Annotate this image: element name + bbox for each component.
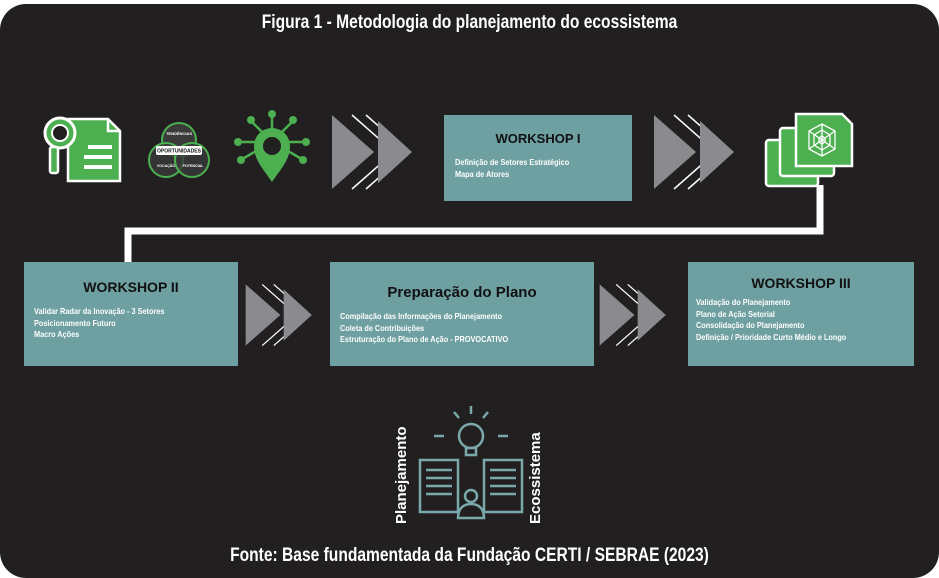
workshop-1-box: WORKSHOP I Definição de Setores Estratég… [444,115,632,201]
workshop-2-line: Macro Ações [34,329,80,339]
plan-preparation-title: Preparação do Plano [387,284,537,301]
workshop-2-box: WORKSHOP II Validar Radar da Inovação - … [24,262,238,366]
workshop-3-line: Consolidação do Planejamento [696,320,805,330]
workshop-3-line: Validação do Planejamento [696,297,791,307]
workshop-2-line: Posicionamento Futuro [34,317,116,328]
venn-label-oportunidades: OPORTUNIDADES [157,149,202,155]
flow-arrow-4 [599,283,666,347]
ecosystem-label: Ecossistema [527,432,544,524]
workshop-3-box: WORKSHOP III Validação do Planejamento P… [688,262,914,366]
workshop-3-line: Definição / Prioridade Curto Médio e Lon… [696,331,847,342]
venn-label-vocacao: VOCAÇÃO [157,163,176,168]
venn-opportunities-icon: TENDÊNCIAS OPORTUNIDADES VOCAÇÃO POTENCI… [148,122,210,178]
plan-preparation-line: Compilação das Informações do Planejamen… [340,311,503,321]
workshop-3-lines: Validação do Planejamento Plano de Ação … [696,297,846,343]
planning-label: Planejamento [393,426,410,524]
workshop-3-title: WORKSHOP III [751,275,851,291]
research-document-icon [43,116,122,183]
workshop-1-title: WORKSHOP I [495,131,581,146]
venn-label-potencial: POTENCIAL [183,164,205,168]
plan-preparation-lines: Compilação das Informações do Planejamen… [340,311,508,346]
flow-arrow-1 [332,114,412,190]
flow-arrow-2 [654,114,734,190]
plan-preparation-box: Preparação do Plano Compilação das Infor… [330,262,594,366]
workshop-2-title: WORKSHOP II [83,279,179,295]
workshop-2-lines: Validar Radar da Inovação - 3 Setores Po… [34,306,164,341]
workshop-1-line: Definição de Setores Estratégico [455,157,570,167]
figure-title: Figura 1 - Metodologia do planejamento d… [261,12,678,33]
workshop-1-lines: Definição de Setores Estratégico Mapa de… [455,157,569,180]
location-network-icon [234,110,310,182]
stacked-documents-icon [764,112,854,188]
plan-preparation-line: Coleta de Contribuições [340,322,425,333]
source-caption: Fonte: Base fundamentada da Fundação CER… [230,545,709,566]
flow-arrow-3 [245,283,312,347]
venn-label-tendencias: TENDÊNCIAS [166,131,192,136]
workshop-1-line: Mapa de Atores [455,168,510,179]
workshop-3-line: Plano de Ação Setorial [696,308,775,319]
planning-ecosystem-icon: Planejamento Ecossistema [393,406,544,524]
plan-preparation-line: Estruturação do Plano de Ação - PROVOCAT… [340,334,509,344]
workshop-2-line: Validar Radar da Inovação - 3 Setores [34,306,165,316]
